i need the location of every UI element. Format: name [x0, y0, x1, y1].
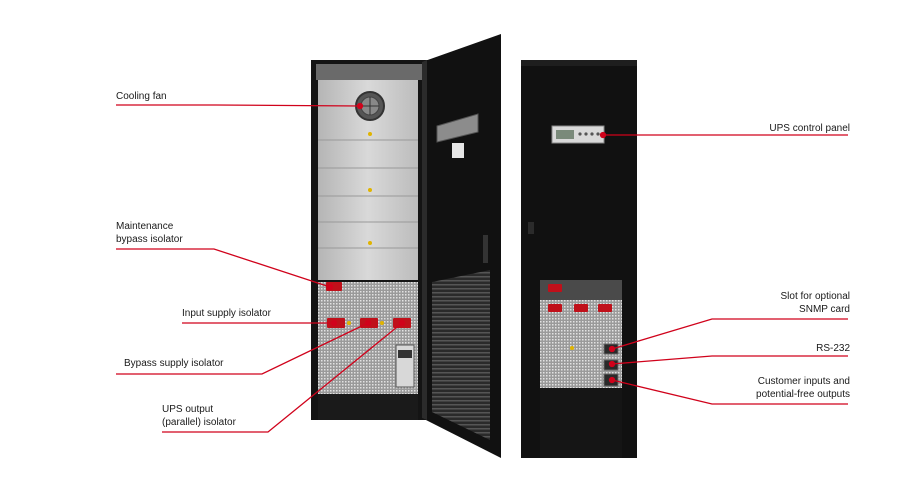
door-control-unit [436, 113, 479, 143]
label-snmp-slot: Slot for optional SNMP card [780, 291, 851, 315]
cabinet-top-interior [316, 64, 424, 80]
callout-snmp-slot [611, 318, 848, 350]
label-ups-output-isolator: UPS output (parallel) isolator [162, 404, 236, 428]
open-door [422, 34, 501, 458]
door-handle [483, 235, 488, 263]
callout-rs232 [611, 355, 848, 365]
callout-customer-io [611, 379, 848, 405]
label-input-supply-isolator: Input supply isolator [182, 308, 271, 319]
callout-cooling-fan [116, 104, 361, 107]
callout-ups-output [162, 322, 403, 433]
door-vent-grill [432, 270, 490, 440]
open-cabinet [311, 60, 428, 420]
label-cooling-fan: Cooling fan [116, 91, 167, 102]
callout-maintenance-bypass [116, 248, 331, 288]
label-ups-control-panel: UPS control panel [769, 123, 850, 134]
closed-cabinet [521, 60, 637, 458]
callout-lines [116, 102, 848, 433]
callout-bypass-supply [116, 322, 369, 375]
label-rs232: RS-232 [816, 343, 850, 354]
label-customer-io: Customer inputs and potential-free outpu… [756, 376, 850, 400]
label-bypass-supply-isolator: Bypass supply isolator [124, 358, 224, 369]
door-label [452, 143, 464, 158]
label-maintenance-bypass-isolator: Maintenance bypass isolator [116, 221, 183, 245]
closed-door-latch [528, 222, 534, 234]
